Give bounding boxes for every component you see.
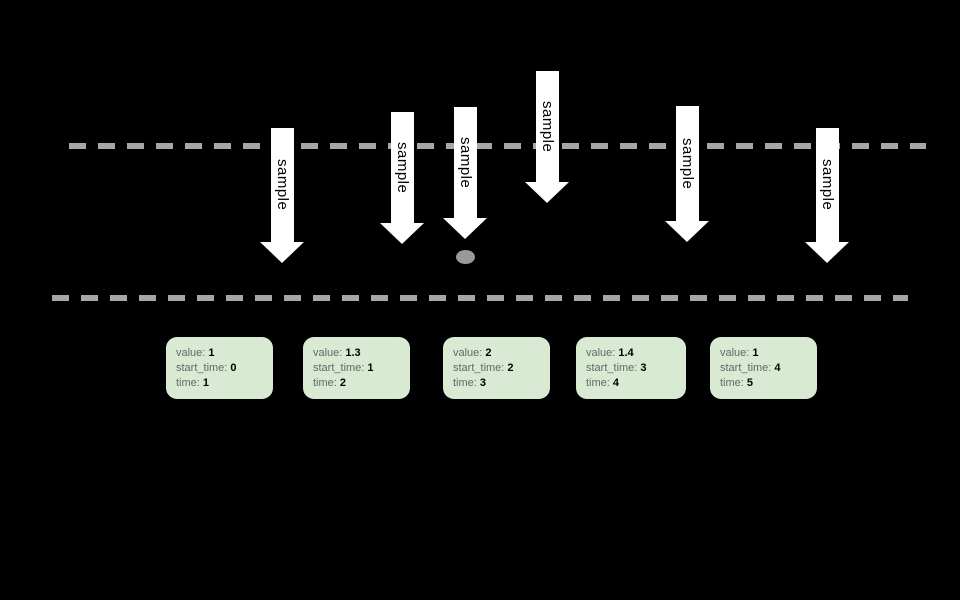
field-label: value: [720,347,750,359]
field-label: time: [586,377,610,389]
sample-card-3: value:2 start_time:2 time:3 [443,337,550,399]
arrow-body: sample [676,106,699,221]
sample-field-time: time:3 [453,376,540,391]
field-value: 1 [367,362,374,374]
field-label: start_time: [453,362,505,374]
field-label: start_time: [720,362,772,374]
sample-arrow-3: sample [443,107,488,239]
sample-field-start-time: start_time:4 [720,361,807,376]
arrow-body: sample [454,107,477,218]
sample-card-5: value:1 start_time:4 time:5 [710,337,817,399]
arrow-body: sample [271,128,294,242]
arrow-down-icon [443,218,487,239]
field-value: 1 [202,377,209,389]
arrow-body: sample [391,112,414,223]
field-label: value: [586,347,616,359]
sample-field-start-time: start_time:2 [453,361,540,376]
field-value: 3 [479,377,486,389]
arrow-body: sample [536,71,559,182]
sample-field-time: time:1 [176,376,263,391]
sample-arrow-4: sample [525,71,570,203]
field-value: 3 [640,362,647,374]
upper-dashed-line [69,143,926,149]
field-value: 1 [752,347,759,359]
field-label: start_time: [176,362,228,374]
sample-field-value: value:2 [453,346,540,361]
field-value: 2 [485,347,492,359]
lower-dashed-line [52,295,908,301]
field-value: 1.4 [618,347,634,359]
field-label: time: [453,377,477,389]
sample-arrow-1: sample [260,128,305,263]
field-value: 4 [774,362,781,374]
field-label: value: [313,347,343,359]
sample-field-value: value:1.4 [586,346,676,361]
sample-field-start-time: start_time:1 [313,361,400,376]
sample-card-4: value:1.4 start_time:3 time:4 [576,337,686,399]
arrow-down-icon [260,242,304,263]
field-label: time: [176,377,200,389]
field-label: value: [453,347,483,359]
sample-arrow-6: sample [805,128,850,263]
sample-field-value: value:1 [176,346,263,361]
field-label: start_time: [586,362,638,374]
arrow-label: sample [819,159,836,211]
sample-point-dot [456,250,475,264]
sample-field-value: value:1.3 [313,346,400,361]
field-value: 1.3 [345,347,361,359]
field-value: 4 [612,377,619,389]
field-value: 2 [339,377,346,389]
sample-card-1: value:1 start_time:0 time:1 [166,337,273,399]
arrow-label: sample [539,100,556,153]
arrow-down-icon [525,182,569,203]
field-label: start_time: [313,362,365,374]
sample-field-start-time: start_time:3 [586,361,676,376]
sample-arrow-5: sample [665,106,710,242]
field-value: 0 [230,362,237,374]
sample-arrow-2: sample [380,112,425,244]
arrow-down-icon [805,242,849,263]
field-label: time: [720,377,744,389]
arrow-down-icon [380,223,424,244]
arrow-label: sample [679,137,696,190]
sample-card-2: value:1.3 start_time:1 time:2 [303,337,410,399]
field-label: time: [313,377,337,389]
sample-field-start-time: start_time:0 [176,361,263,376]
arrow-label: sample [457,136,474,189]
arrow-label: sample [394,141,411,194]
sample-field-value: value:1 [720,346,807,361]
field-value: 2 [507,362,514,374]
field-value: 5 [746,377,753,389]
sample-field-time: time:4 [586,376,676,391]
field-value: 1 [208,347,215,359]
field-label: value: [176,347,206,359]
arrow-body: sample [816,128,839,242]
arrow-label: sample [274,159,291,211]
arrow-down-icon [665,221,709,242]
sample-field-time: time:2 [313,376,400,391]
sample-field-time: time:5 [720,376,807,391]
